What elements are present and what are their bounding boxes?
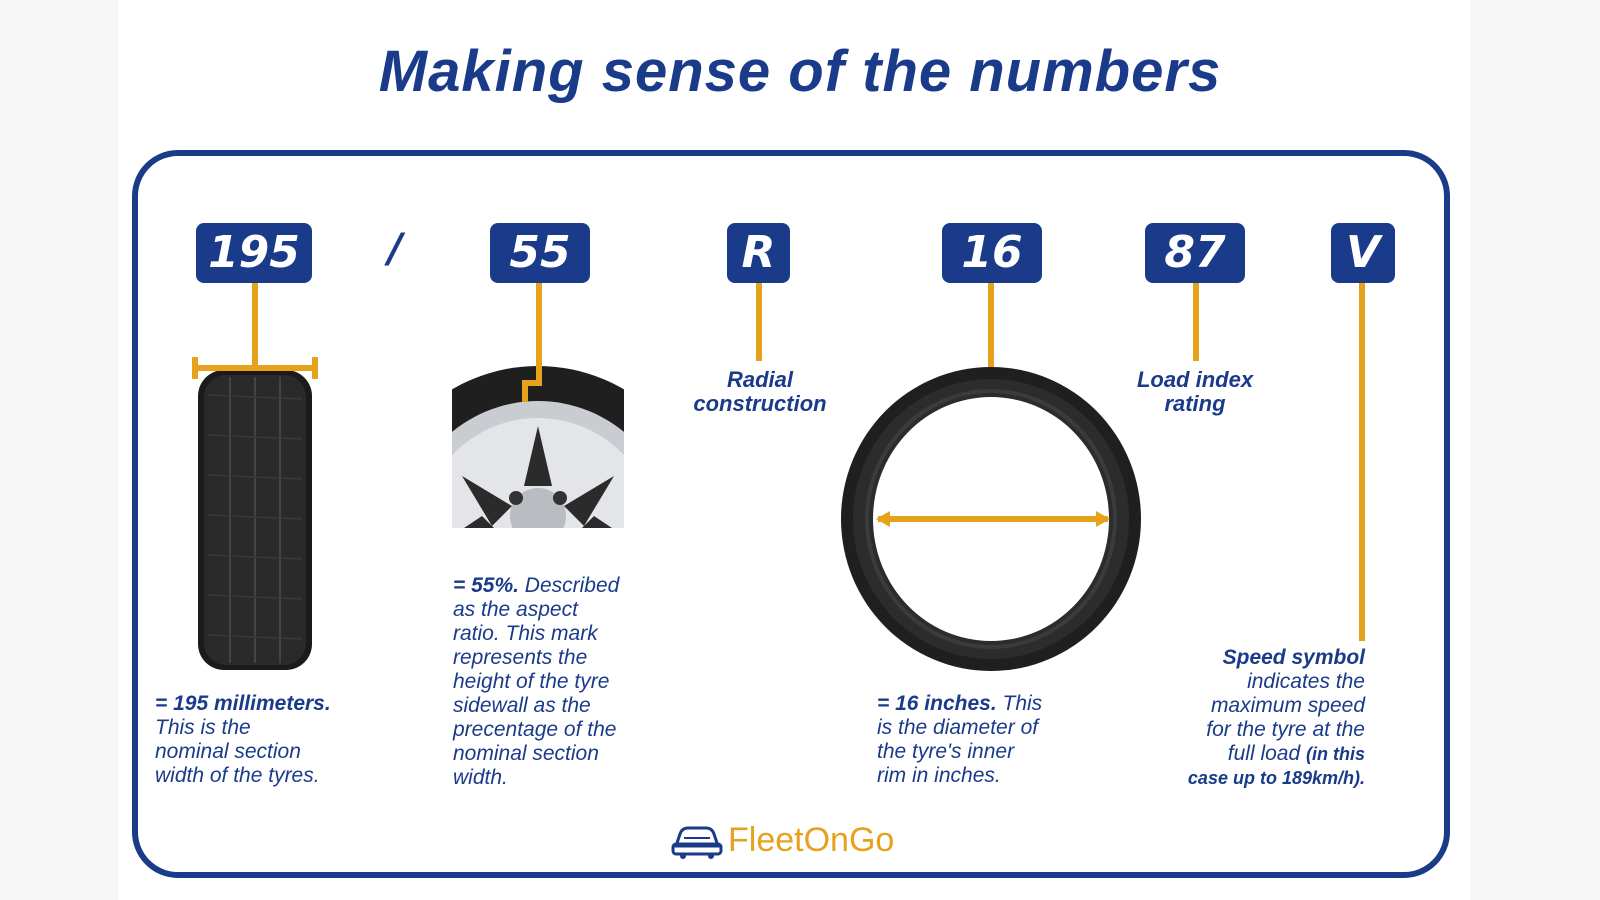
- tyre-ring-image: [841, 367, 1141, 671]
- code-aspect: 55: [490, 223, 590, 283]
- desc-width-line: width of the tyres.: [155, 764, 320, 787]
- tyre-front-image: [192, 357, 318, 670]
- desc-aspect-line: height of the tyre: [453, 670, 610, 693]
- desc-rim-lead: = 16 inches.: [877, 692, 997, 715]
- fleetongo-logo: FleetOnGo: [670, 818, 894, 862]
- desc-rim: = 16 inches. This is the diameter of the…: [877, 692, 1097, 788]
- desc-aspect-line: width.: [453, 766, 508, 789]
- desc-aspect-line: ratio. This mark: [453, 622, 598, 645]
- connector-load: [1193, 283, 1199, 361]
- logo-text-go: Go: [848, 820, 895, 859]
- desc-rim-line: the tyre's inner: [877, 740, 1015, 763]
- desc-speed-line: indicates the: [1247, 670, 1365, 693]
- code-rim: 16: [942, 223, 1042, 283]
- desc-speed: Speed symbol indicates the maximum speed…: [1150, 646, 1365, 790]
- label-load: Load index rating: [1100, 368, 1290, 416]
- desc-speed-line5: case up to 189km/h).: [1187, 768, 1365, 788]
- label-radial-line1: Radial: [726, 367, 794, 392]
- desc-aspect-line: sidewall as the: [453, 694, 591, 717]
- desc-aspect-line: represents the: [453, 646, 588, 669]
- code-construction: R: [727, 223, 790, 283]
- label-load-line2: rating: [1164, 391, 1226, 416]
- tyre-sidewall-image: [452, 366, 624, 528]
- label-radial-line2: construction: [693, 391, 827, 416]
- connector-construction: [756, 283, 762, 361]
- code-width: 195: [196, 223, 312, 283]
- label-radial: Radial construction: [660, 368, 860, 416]
- desc-rim-lead-rest: This: [996, 692, 1043, 715]
- desc-speed-line: maximum speed: [1210, 694, 1365, 717]
- code-load: 87: [1145, 223, 1245, 283]
- connector-speed: [1359, 283, 1365, 641]
- desc-width-lead: = 195 millimeters.: [155, 692, 331, 715]
- desc-aspect: = 55%. Described as the aspect ratio. Th…: [453, 574, 673, 790]
- desc-width-line: This is the: [155, 716, 251, 739]
- desc-speed-line4b: (in this: [1306, 744, 1365, 764]
- desc-rim-line: rim in inches.: [877, 764, 1001, 787]
- code-speed: V: [1331, 223, 1395, 283]
- page-title: Making sense of the numbers: [378, 39, 1222, 104]
- code-slash: /: [388, 226, 403, 272]
- desc-speed-lead: Speed symbol: [1222, 646, 1365, 669]
- logo-text-fleet: Fleet: [728, 820, 804, 859]
- logo-text-on: On: [803, 820, 849, 859]
- desc-speed-line4a: full load: [1227, 742, 1306, 765]
- desc-width-line: nominal section: [155, 740, 301, 763]
- desc-speed-line: for the tyre at the: [1206, 718, 1365, 741]
- desc-aspect-line: precentage of the: [453, 718, 617, 741]
- connector-width: [252, 283, 258, 369]
- desc-aspect-line: as the aspect: [453, 598, 578, 621]
- label-load-line1: Load index: [1136, 367, 1254, 392]
- car-icon: [671, 826, 723, 859]
- desc-aspect-line: nominal section: [453, 742, 599, 765]
- desc-width: = 195 millimeters. This is the nominal s…: [155, 692, 395, 788]
- desc-aspect-lead: = 55%.: [453, 574, 519, 597]
- desc-aspect-lead-rest: Described: [518, 574, 620, 597]
- desc-rim-line: is the diameter of: [877, 716, 1039, 739]
- connector-aspect: [536, 283, 542, 383]
